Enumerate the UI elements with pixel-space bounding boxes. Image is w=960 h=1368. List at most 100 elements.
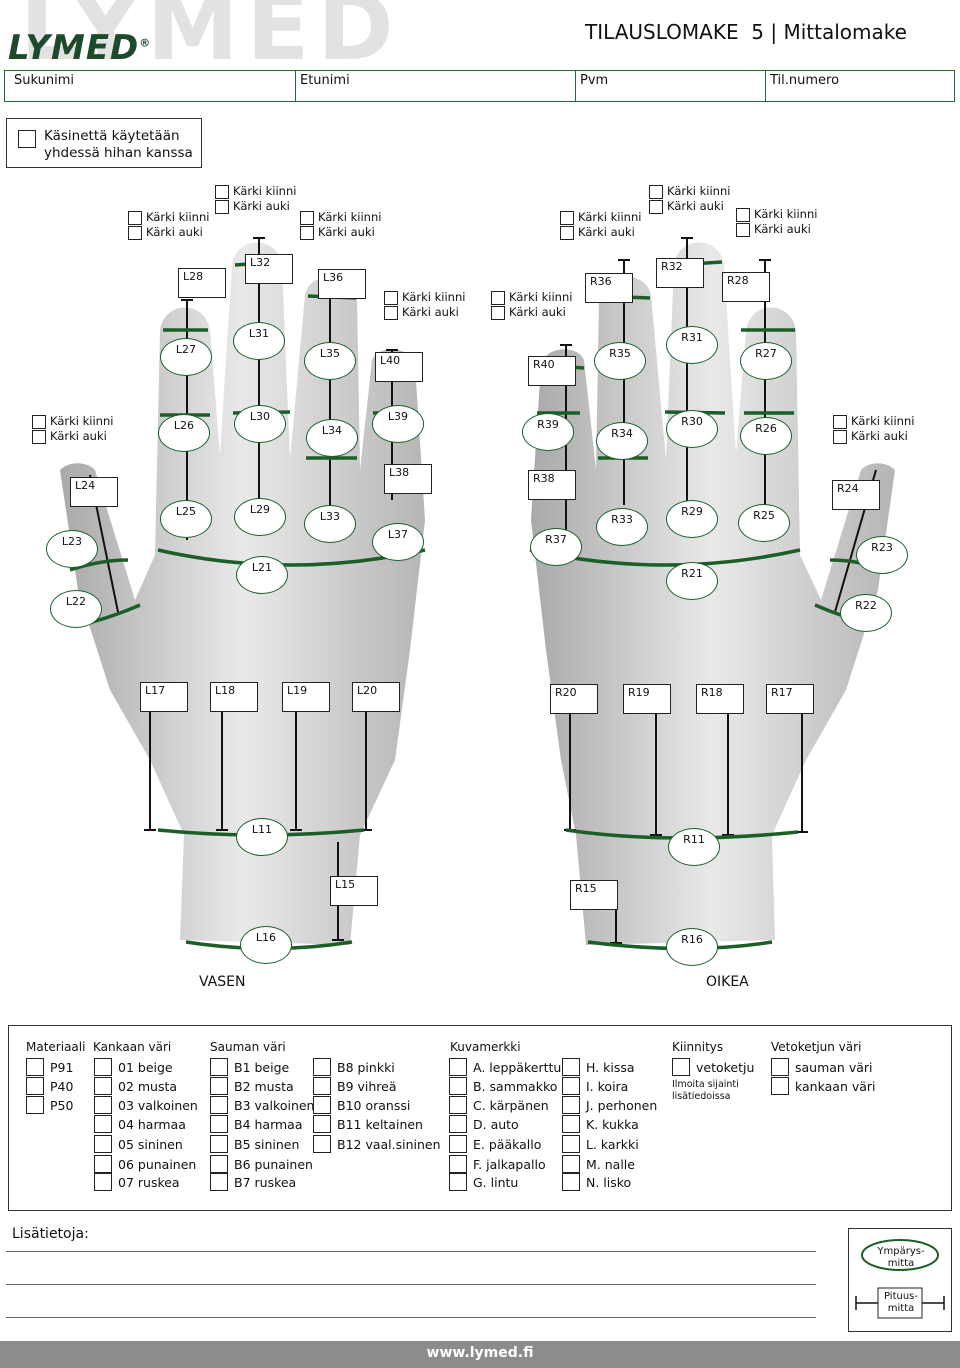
tip-open-checkbox[interactable] [736, 222, 750, 237]
measure-L15[interactable]: L15 [330, 876, 378, 906]
measure-R29[interactable]: R29 [666, 500, 718, 538]
tip-closed-checkbox[interactable] [128, 210, 142, 225]
measure-R36[interactable]: R36 [585, 273, 633, 303]
motif-checkbox[interactable] [562, 1115, 580, 1133]
seam-color-option[interactable]: B12 vaal.sininen [313, 1135, 441, 1153]
date-field[interactable]: Pvm [576, 70, 766, 102]
measure-L33[interactable]: L33 [304, 505, 356, 543]
seam-color-option[interactable]: B4 harmaa [210, 1115, 303, 1133]
tip-closed-checkbox[interactable] [32, 414, 46, 429]
material-checkbox[interactable] [26, 1096, 44, 1114]
measure-L27[interactable]: L27 [160, 338, 212, 376]
motif-option[interactable]: D. auto [449, 1115, 519, 1133]
tip-open-checkbox[interactable] [32, 429, 46, 444]
measure-L18[interactable]: L18 [210, 682, 258, 712]
motif-checkbox[interactable] [562, 1058, 580, 1076]
motif-option[interactable]: H. kissa [562, 1058, 635, 1076]
measure-R19[interactable]: R19 [623, 684, 671, 714]
measure-L23[interactable]: L23 [46, 530, 98, 568]
measure-L19[interactable]: L19 [282, 682, 330, 712]
measure-R39[interactable]: R39 [522, 413, 574, 451]
motif-checkbox[interactable] [449, 1058, 467, 1076]
motif-option[interactable]: E. pääkallo [449, 1135, 541, 1153]
motif-checkbox[interactable] [562, 1096, 580, 1114]
motif-checkbox[interactable] [562, 1155, 580, 1173]
measure-R15[interactable]: R15 [570, 880, 618, 910]
measure-L34[interactable]: L34 [306, 419, 358, 457]
measure-R22[interactable]: R22 [840, 594, 892, 632]
motif-checkbox[interactable] [449, 1155, 467, 1173]
measure-L37[interactable]: L37 [372, 523, 424, 561]
seam-color-option[interactable]: B1 beige [210, 1058, 289, 1076]
tip-closed-checkbox[interactable] [300, 210, 314, 225]
measure-R21[interactable]: R21 [666, 562, 718, 600]
footer-url[interactable]: www.lymed.fi [426, 1345, 534, 1361]
seam-color-checkbox[interactable] [210, 1058, 228, 1076]
extra-info-line[interactable] [6, 1284, 816, 1285]
fabric-color-option[interactable]: 04 harmaa [94, 1115, 186, 1133]
seam-color-checkbox[interactable] [210, 1096, 228, 1114]
measure-L25[interactable]: L25 [160, 500, 212, 538]
measure-L35[interactable]: L35 [304, 342, 356, 380]
measure-R35[interactable]: R35 [594, 342, 646, 380]
measure-L36[interactable]: L36 [318, 269, 366, 299]
seam-color-checkbox[interactable] [210, 1173, 228, 1191]
zipper-checkbox[interactable] [672, 1058, 690, 1076]
measure-L17[interactable]: L17 [140, 682, 188, 712]
measure-R38[interactable]: R38 [528, 470, 576, 500]
seam-color-option[interactable]: B6 punainen [210, 1155, 313, 1173]
measure-L28[interactable]: L28 [178, 268, 226, 298]
tip-closed-checkbox[interactable] [833, 414, 847, 429]
measure-L30[interactable]: L30 [234, 405, 286, 443]
fabric-color-checkbox[interactable] [94, 1115, 112, 1133]
measure-L39[interactable]: L39 [372, 405, 424, 443]
order-number-field[interactable]: Til.numero [770, 73, 840, 88]
measure-L11[interactable]: L11 [236, 818, 288, 856]
tip-open-checkbox[interactable] [215, 199, 229, 214]
motif-option[interactable]: M. nalle [562, 1155, 635, 1173]
fabric-color-option[interactable]: 05 sininen [94, 1135, 183, 1153]
fabric-color-option[interactable]: 07 ruskea [94, 1173, 180, 1191]
measure-R18[interactable]: R18 [696, 684, 744, 714]
measure-L31[interactable]: L31 [233, 322, 285, 360]
seam-color-option[interactable]: B2 musta [210, 1077, 294, 1095]
measure-L22[interactable]: L22 [50, 590, 102, 628]
motif-checkbox[interactable] [449, 1135, 467, 1153]
fabric-color-option[interactable]: 03 valkoinen [94, 1096, 198, 1114]
seam-color-option[interactable]: B5 sininen [210, 1135, 299, 1153]
seam-color-checkbox[interactable] [210, 1077, 228, 1095]
extra-info-line[interactable] [6, 1251, 816, 1252]
motif-option[interactable]: I. koira [562, 1077, 628, 1095]
motif-option[interactable]: G. lintu [449, 1173, 518, 1191]
measure-L32[interactable]: L32 [245, 254, 293, 284]
seam-color-option[interactable]: B7 ruskea [210, 1173, 296, 1191]
measure-R11[interactable]: R11 [668, 828, 720, 866]
measure-R33[interactable]: R33 [596, 508, 648, 546]
material-option[interactable]: P40 [26, 1077, 73, 1095]
measure-L24[interactable]: L24 [70, 477, 118, 507]
measure-R17[interactable]: R17 [766, 684, 814, 714]
tip-open-checkbox[interactable] [833, 429, 847, 444]
fastening-option[interactable]: vetoketju [672, 1058, 754, 1076]
tip-closed-checkbox[interactable] [560, 210, 574, 225]
seam-color-checkbox[interactable] [210, 1115, 228, 1133]
measure-R25[interactable]: R25 [738, 504, 790, 542]
zipper-color-option[interactable]: sauman väri [771, 1058, 873, 1076]
measure-R32[interactable]: R32 [656, 258, 704, 288]
firstname-field[interactable]: Etunimi [296, 70, 576, 102]
surname-field[interactable]: Sukunimi [10, 70, 296, 102]
tip-closed-checkbox[interactable] [215, 184, 229, 199]
motif-option[interactable]: J. perhonen [562, 1096, 657, 1114]
motif-option[interactable]: B. sammakko [449, 1077, 557, 1095]
tip-open-checkbox[interactable] [649, 199, 663, 214]
seam-color-checkbox[interactable] [313, 1077, 331, 1095]
motif-checkbox[interactable] [449, 1077, 467, 1095]
glove-with-strap-checkbox[interactable] [18, 130, 36, 148]
tip-open-checkbox[interactable] [491, 305, 505, 320]
measure-L16[interactable]: L16 [240, 926, 292, 964]
zipper-color-checkbox[interactable] [771, 1077, 789, 1095]
tip-open-checkbox[interactable] [384, 305, 398, 320]
motif-option[interactable]: L. karkki [562, 1135, 639, 1153]
measure-R37[interactable]: R37 [530, 528, 582, 566]
seam-color-checkbox[interactable] [313, 1058, 331, 1076]
